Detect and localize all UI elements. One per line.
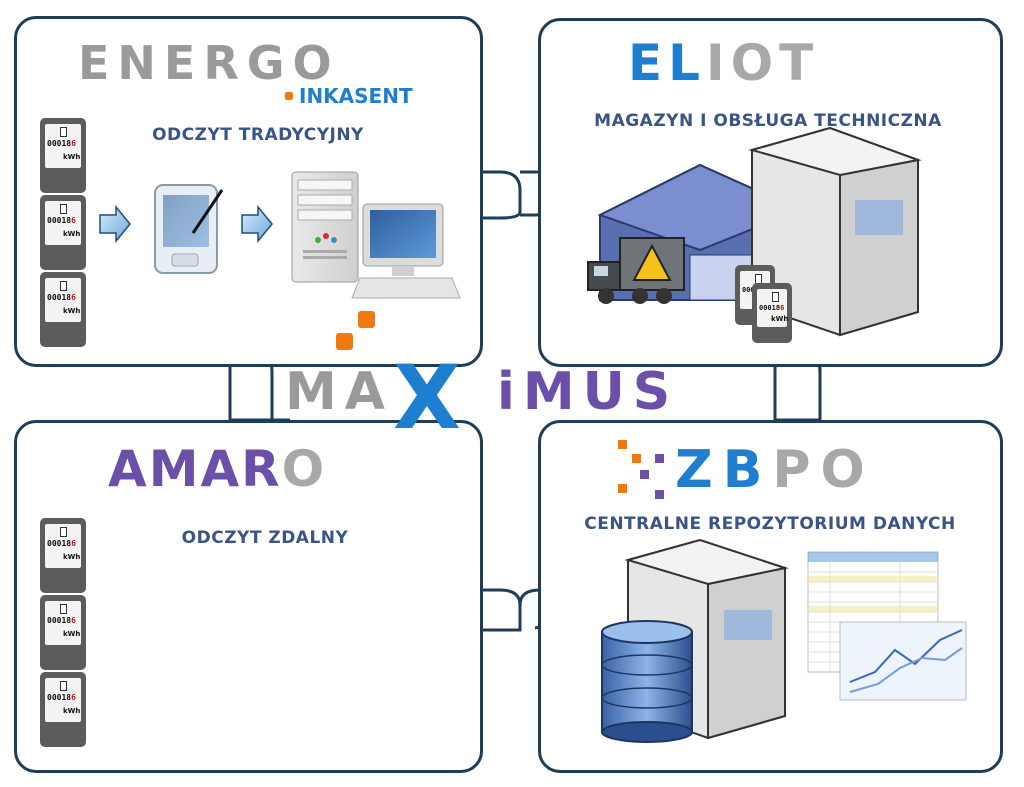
maximus-logo-left: MA bbox=[285, 362, 393, 422]
eliot-heading: MAGAZYN I OBSŁUGA TECHNICZNA bbox=[594, 111, 942, 131]
amaro-heading: ODCZYT ZDALNY bbox=[181, 528, 349, 548]
energo-logo: ENERGO bbox=[78, 36, 340, 90]
maximus-logo: MA X iMUS bbox=[285, 346, 755, 449]
energo-panel bbox=[14, 16, 483, 367]
database-icon bbox=[601, 620, 693, 743]
eliot-logo-blue: EL bbox=[628, 34, 707, 92]
energo-sub-logo: INKASENT bbox=[299, 84, 413, 108]
zbpo-mark-icon bbox=[618, 440, 664, 499]
line-chart-icon bbox=[839, 621, 967, 701]
amaro-logo: AMARO bbox=[108, 440, 326, 498]
zbpo-logo-blue: ZB bbox=[675, 440, 773, 500]
maximus-logo-x: X bbox=[393, 346, 461, 449]
truck-icon bbox=[587, 237, 685, 304]
zbpo-heading: CENTRALNE REPOZYTORIUM DANYCH bbox=[584, 514, 956, 534]
server-icon bbox=[748, 126, 922, 337]
amaro-logo-gray: O bbox=[281, 440, 327, 498]
computer-icon bbox=[291, 171, 461, 299]
zbpo-logo: ZBPO bbox=[675, 440, 875, 500]
amaro-panel bbox=[14, 420, 483, 773]
zbpo-logo-gray: PO bbox=[772, 440, 875, 500]
handheld-terminal-icon bbox=[154, 184, 224, 274]
energo-sub-logo-dot bbox=[285, 92, 293, 100]
energo-heading: ODCZYT TRADYCYJNY bbox=[152, 125, 364, 145]
maximus-logo-right: iMUS bbox=[497, 362, 679, 422]
eliot-logo: ELIOT bbox=[628, 34, 819, 92]
eliot-logo-gray: IOT bbox=[706, 34, 820, 92]
amaro-logo-purple: AMAR bbox=[108, 440, 282, 498]
